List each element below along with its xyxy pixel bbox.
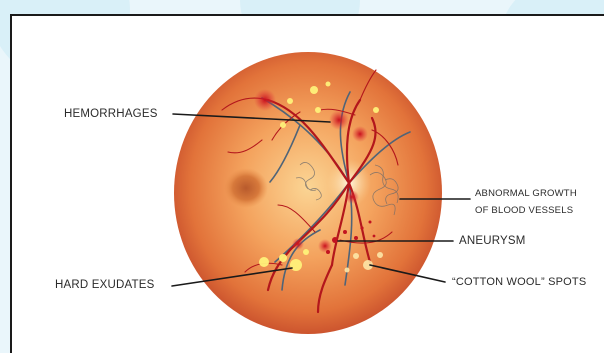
hemorrhage-spot	[254, 89, 276, 111]
cotton-wool-label: “COTTON WOOL” SPOTS	[452, 277, 586, 288]
hemorrhage-spot	[352, 126, 368, 142]
aneurysm-label: ANEURYSM	[459, 236, 526, 248]
hemorrhage-spot	[345, 190, 359, 204]
hard-exudates-label: HARD EXUDATES	[55, 280, 155, 292]
hemorrhages-label: HEMORRHAGES	[64, 109, 158, 121]
abnormal-growth-label-line1: ABNORMAL GROWTH	[475, 187, 577, 200]
fundus	[174, 52, 442, 334]
abnormal-growth-label-line2: OF BLOOD VESSELS	[475, 204, 573, 217]
hemorrhage-spot	[292, 238, 304, 250]
hemorrhage-spot	[318, 239, 332, 253]
hemorrhage-spot	[329, 110, 349, 130]
macula	[224, 168, 268, 208]
